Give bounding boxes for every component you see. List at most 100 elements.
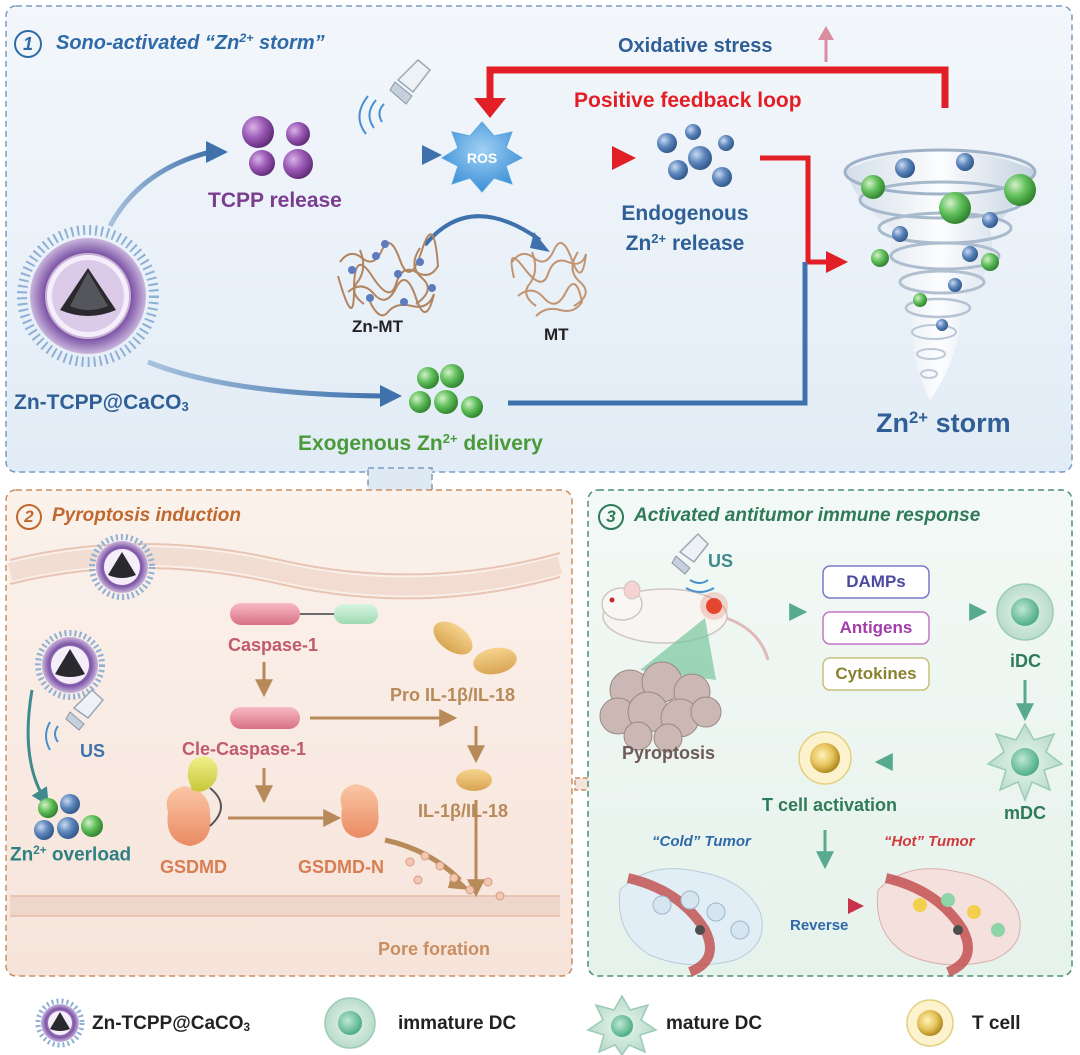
arrow-znmt-mt bbox=[423, 214, 542, 247]
cold-label: “Cold” Tumor bbox=[652, 833, 751, 850]
panel3-number-text: 3 bbox=[606, 507, 616, 526]
panel3-number: 3 bbox=[598, 504, 624, 530]
panel3-title: Activated antitumor immune response bbox=[634, 505, 981, 526]
nanoparticle-main bbox=[17, 225, 159, 367]
cytokines-label: Cytokines bbox=[824, 659, 928, 689]
line-exogenous-storm bbox=[508, 262, 808, 406]
damps-label: DAMPs bbox=[824, 567, 928, 597]
exogenous-text: Exogenous Zn bbox=[298, 432, 443, 456]
panel1-title-sup: 2+ bbox=[239, 31, 254, 45]
legend-mdc-icon bbox=[586, 994, 658, 1055]
tcell bbox=[798, 731, 852, 785]
nanoparticle-label: Zn-TCPP@CaCO3 bbox=[14, 392, 189, 413]
panel1-title-end: storm” bbox=[253, 31, 325, 54]
il-label: IL-1β/IL-18 bbox=[418, 801, 508, 821]
clecaspase1-shape bbox=[230, 707, 300, 729]
storm-text: Zn bbox=[876, 408, 909, 439]
idc-cell bbox=[996, 583, 1054, 641]
ros-label: ROS bbox=[466, 150, 498, 166]
legend-np-sub: 3 bbox=[243, 1020, 251, 1034]
endogenous-zn: Zn bbox=[625, 232, 652, 256]
us-probe-p2 bbox=[45, 688, 105, 751]
overload-label: Zn2+ overload bbox=[10, 844, 132, 866]
arrow-np-overload bbox=[26, 689, 49, 807]
pro-il-shape bbox=[433, 621, 517, 675]
pyroptosis-cluster bbox=[599, 661, 722, 753]
hot-label: “Hot” Tumor bbox=[884, 833, 975, 850]
us-probe-p3 bbox=[671, 532, 715, 593]
legend-np-icon bbox=[35, 998, 85, 1048]
caspase1-label: Caspase-1 bbox=[228, 635, 319, 655]
gsdmdn-shape bbox=[340, 784, 379, 838]
endogenous-end: release bbox=[666, 232, 745, 256]
legend-idc-label: immature DC bbox=[398, 1013, 517, 1034]
gsdmd-label: GSDMD bbox=[160, 857, 227, 877]
mt-protein bbox=[510, 241, 587, 317]
overload-sup: 2+ bbox=[33, 844, 47, 857]
legend-tcell-icon bbox=[906, 999, 954, 1047]
membrane-bottom bbox=[10, 895, 560, 917]
zn-mt-label: Zn-MT bbox=[352, 317, 403, 336]
pore-fragments bbox=[405, 851, 505, 901]
endogenous-spheres bbox=[657, 124, 734, 187]
nanoparticle-label-sub: 3 bbox=[181, 398, 189, 414]
zn-storm-tornado bbox=[843, 148, 1037, 400]
us-label-p2: US bbox=[80, 741, 106, 761]
mt-label: MT bbox=[544, 325, 569, 344]
caspase1-shape bbox=[230, 603, 378, 625]
tcell-activation-label: T cell activation bbox=[762, 795, 898, 815]
antigens-label: Antigens bbox=[824, 613, 928, 643]
feedback-loop-arrow bbox=[486, 66, 949, 108]
panel2-number: 2 bbox=[16, 504, 42, 530]
overload-text: Zn bbox=[10, 844, 34, 866]
us-label-p3: US bbox=[708, 551, 734, 571]
legend-np-label: Zn-TCPP@CaCO3 bbox=[92, 1014, 250, 1034]
mdc-label: mDC bbox=[1004, 803, 1047, 823]
positive-feedback-label: Positive feedback loop bbox=[574, 89, 802, 112]
storm-sup: 2+ bbox=[909, 408, 929, 427]
tcpp-spheres bbox=[242, 116, 313, 179]
ros-star bbox=[440, 121, 524, 193]
legend-tcell-label: T cell bbox=[972, 1013, 1021, 1034]
idc-label: iDC bbox=[1010, 651, 1041, 671]
legend-mdc-label: mature DC bbox=[666, 1013, 763, 1034]
arrow-to-exogenous bbox=[147, 359, 386, 399]
il-shape bbox=[456, 769, 492, 791]
exogenous-end: delivery bbox=[457, 432, 543, 456]
legend-np-text: Zn-TCPP@CaCO bbox=[92, 1013, 244, 1034]
gsdmdn-label: GSDMD-N bbox=[298, 857, 384, 877]
line-endogenous-storm bbox=[760, 155, 830, 265]
nanoparticle-cell bbox=[35, 630, 105, 700]
tcpp-release-label: TCPP release bbox=[208, 189, 342, 212]
panel1-title: Sono-activated “Zn2+ storm” bbox=[56, 32, 325, 53]
exogenous-spheres bbox=[409, 364, 483, 418]
panel2-number-text: 2 bbox=[24, 507, 34, 526]
nanoparticle-membrane bbox=[89, 534, 155, 600]
panel1-title-text: Sono-activated “Zn bbox=[56, 31, 240, 54]
cold-tumor bbox=[618, 868, 763, 977]
pyroptosis-label: Pyroptosis bbox=[622, 743, 716, 763]
pro-il-label: Pro IL-1β/IL-18 bbox=[390, 685, 516, 705]
reverse-label: Reverse bbox=[790, 917, 849, 934]
exogenous-label: Exogenous Zn2+ delivery bbox=[298, 432, 543, 454]
hot-tumor bbox=[876, 868, 1021, 977]
nanoparticle-label-text: Zn-TCPP@CaCO bbox=[14, 391, 182, 414]
endogenous-line1: Endogenous bbox=[621, 202, 749, 225]
storm-end: storm bbox=[928, 408, 1011, 439]
mdc-cell bbox=[986, 722, 1064, 803]
endogenous-sup: 2+ bbox=[651, 231, 667, 246]
gsdmd-shape bbox=[166, 756, 222, 846]
panel2-title: Pyroptosis induction bbox=[52, 505, 241, 526]
panel1-number-text: 1 bbox=[22, 34, 33, 54]
us-probe-top bbox=[358, 58, 432, 135]
overload-end: overload bbox=[46, 844, 132, 866]
overload-spheres bbox=[34, 794, 103, 840]
pore-label: Pore foration bbox=[378, 939, 491, 959]
oxidative-stress-label: Oxidative stress bbox=[618, 35, 773, 57]
panel1-number: 1 bbox=[14, 30, 42, 58]
legend-idc-icon bbox=[324, 997, 376, 1049]
storm-label: Zn2+ storm bbox=[876, 408, 1011, 439]
endogenous-label: Endogenous Zn2+ release bbox=[605, 201, 765, 256]
